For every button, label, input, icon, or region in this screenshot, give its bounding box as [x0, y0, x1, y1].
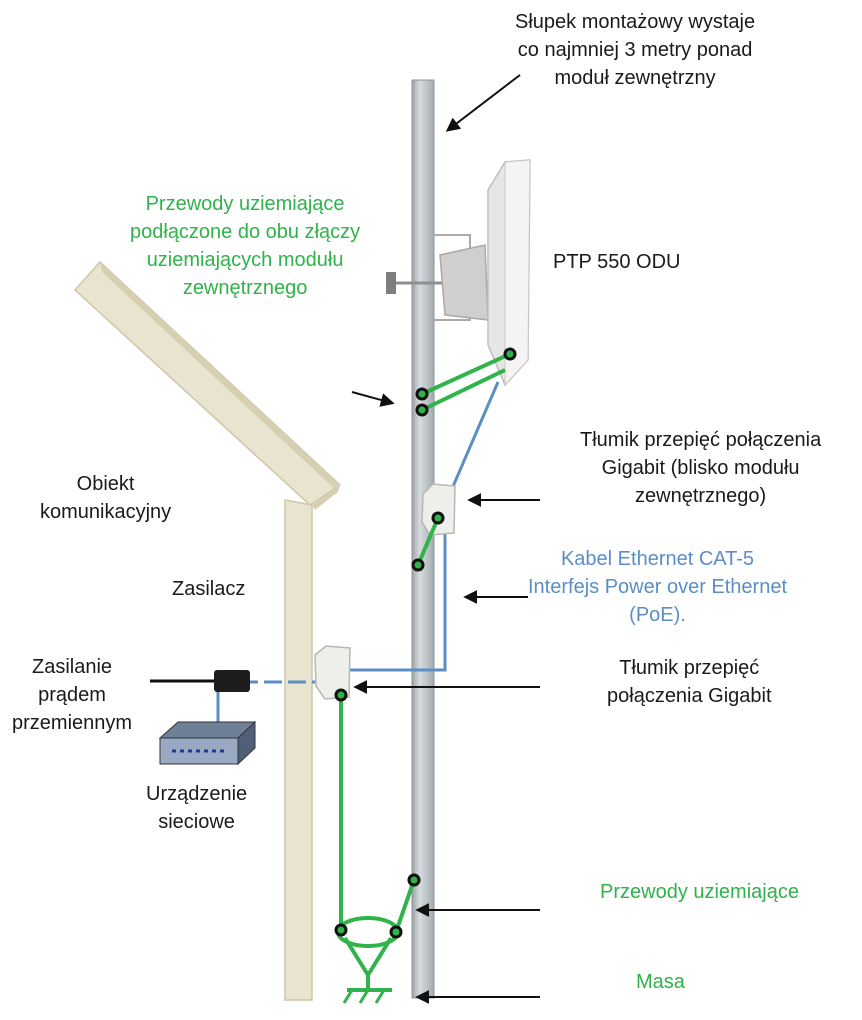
network-switch-icon: [158, 720, 257, 766]
label-ac-power-line: prądem: [38, 684, 106, 706]
bond-point: [334, 688, 348, 702]
ground-wire-odu-2: [421, 368, 506, 412]
odu-mount-nut: [386, 272, 396, 294]
ground-wire-mast: [394, 879, 416, 933]
label-mast-line: co najmniej 3 metry ponad: [517, 39, 753, 61]
label-surge-bottom-line: połączenia Gigabit: [607, 685, 772, 707]
label-psu: Zasilacz: [172, 578, 246, 600]
ethernet-cable: [345, 381, 500, 672]
pointer-arrows: [351, 74, 540, 1004]
label-surge-top-line: Gigabit (blisko modułu: [601, 457, 800, 479]
building: [73, 260, 342, 1001]
label-ac-power-line: przemiennym: [12, 712, 133, 734]
arrow-ground-leads-odu: [351, 391, 395, 407]
label-network-device: Urządzenie sieciowe: [146, 780, 247, 836]
ground-wire-odu-1: [421, 352, 511, 396]
building-wall: [284, 499, 313, 1001]
bond-point: [407, 873, 421, 887]
label-ac-power: Zasilanie prądem przemiennym: [12, 653, 132, 737]
label-ground-leads-odu-line: podłączone do obu złączy: [130, 221, 361, 243]
odu-front-face: [504, 159, 531, 387]
power-supply-icon: [214, 670, 250, 692]
surge-suppressor-bottom: [314, 645, 351, 700]
bond-point: [411, 558, 425, 572]
bond-points: [334, 347, 517, 939]
label-ground-leads-odu: Przewody uziemiające podłączone do obu z…: [130, 190, 360, 302]
label-building-line: komunikacyjny: [40, 501, 172, 523]
label-surge-top-line: zewnętrznego): [635, 485, 767, 507]
bond-point: [503, 347, 517, 361]
label-building-line: Obiekt: [76, 473, 135, 495]
label-surge-top: Tłumik przepięć połączenia Gigabit (blis…: [580, 426, 821, 510]
label-network-device-line: sieciowe: [158, 811, 235, 833]
label-surge-bottom-line: Tłumik przepięć: [619, 657, 760, 679]
odu-bracket-plate: [439, 244, 489, 321]
label-mast: Słupek montażowy wystaje co najmniej 3 m…: [515, 8, 755, 92]
bond-point: [431, 511, 445, 525]
odu-unit: [386, 159, 531, 387]
surge-suppressor-top: [416, 483, 456, 566]
label-ethernet-line: Interfejs Power over Ethernet: [528, 576, 788, 598]
label-network-device-line: Urządzenie: [146, 783, 248, 805]
label-mast-line: moduł zewnętrzny: [554, 67, 716, 89]
label-surge-bottom: Tłumik przepięć połączenia Gigabit: [607, 654, 772, 710]
label-building: Obiekt komunikacyjny: [40, 470, 171, 526]
label-ground-leads-odu-line: zewnętrznego: [182, 277, 308, 299]
building-roof-edge: [100, 262, 340, 492]
label-mast-line: Słupek montażowy wystaje: [515, 11, 756, 33]
label-odu: PTP 550 ODU: [553, 251, 681, 273]
label-ethernet-line: (PoE).: [629, 604, 686, 626]
surge-suppressor-icon: [314, 645, 351, 700]
bond-point: [415, 403, 429, 417]
ground-wire-surge-top: [416, 517, 440, 566]
label-ground-leads-odu-line: Przewody uziemiające: [145, 193, 345, 215]
surge-suppressor-icon: [421, 483, 456, 536]
label-ground-leads: Przewody uziemiające: [600, 881, 799, 903]
label-ethernet-line: Kabel Ethernet CAT-5: [560, 548, 755, 570]
label-ground-leads-odu-line: uziemiających modułu: [146, 249, 344, 271]
label-ground: Masa: [636, 971, 685, 993]
label-ac-power-line: Zasilanie: [32, 656, 113, 678]
arrow-mast: [445, 74, 521, 132]
label-ethernet: Kabel Ethernet CAT-5 Interfejs Power ove…: [528, 545, 787, 629]
bond-point: [334, 923, 348, 937]
odu-ground-wires: [421, 352, 511, 412]
bond-point: [389, 925, 403, 939]
bond-point: [415, 387, 429, 401]
building-wall-top: [312, 485, 340, 510]
label-surge-top-line: Tłumik przepięć połączenia: [580, 429, 822, 451]
